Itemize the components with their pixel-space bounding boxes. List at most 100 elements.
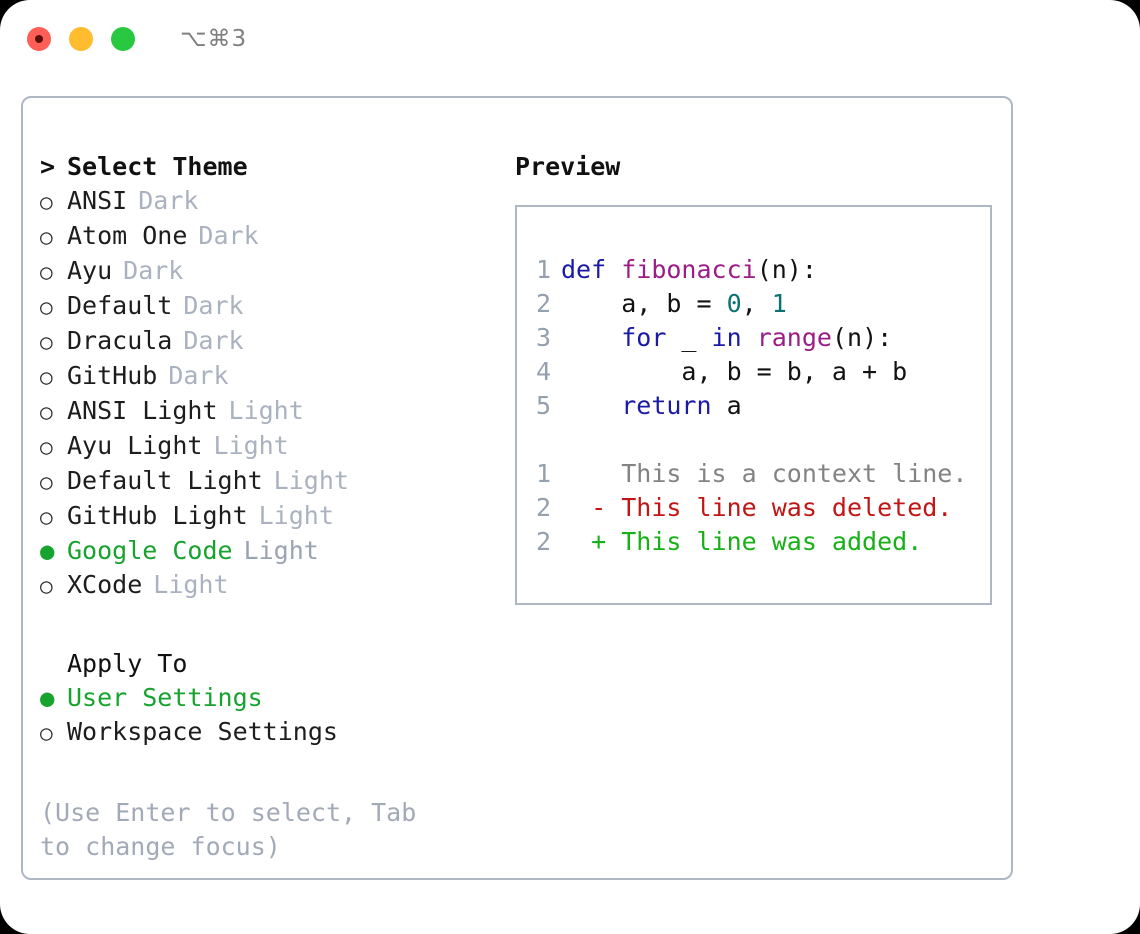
- code-line-number: 5: [535, 391, 551, 420]
- theme-variant-tag: Dark: [183, 326, 244, 355]
- radio-unselected-icon: ○: [40, 365, 53, 389]
- theme-variant-tag: Light: [228, 396, 304, 425]
- minimize-button[interactable]: [69, 27, 93, 51]
- theme-option-row[interactable]: ○ ANSI Dark: [40, 184, 493, 219]
- apply-to-option-row[interactable]: ○ Workspace Settings: [40, 715, 493, 750]
- code-line: 3 for _ in range(n):: [517, 321, 990, 355]
- diff-line: 2 + This line was added.: [517, 525, 990, 559]
- code-token: in: [711, 323, 742, 352]
- code-token: a: [711, 391, 742, 420]
- code-token: (n):: [831, 323, 893, 352]
- theme-variant-tag: Dark: [123, 256, 184, 285]
- code-line-number: 4: [535, 357, 551, 386]
- apply-to-caret-spacer: [40, 647, 67, 681]
- code-diff-spacer: [517, 423, 990, 457]
- select-theme-title: Select Theme: [67, 152, 248, 181]
- code-token: fibonacci: [621, 255, 757, 284]
- code-line-content: def fibonacci(n):: [561, 253, 817, 287]
- theme-variant-tag: Dark: [183, 291, 244, 320]
- diff-sample: 1 This is a context line.2 - This line w…: [517, 457, 990, 559]
- code-token: ,: [741, 289, 772, 318]
- title-bar: ⌥⌘3: [0, 0, 1140, 78]
- radio-unselected-icon: ○: [40, 295, 53, 319]
- theme-variant-tag: Dark: [168, 361, 229, 390]
- code-token: 1: [771, 289, 787, 318]
- theme-option-row[interactable]: ○ Default Light Light: [40, 464, 493, 499]
- theme-option-label: ANSI Light: [67, 396, 218, 425]
- code-token: for: [621, 323, 667, 352]
- radio-unselected-icon: ○: [40, 470, 53, 494]
- theme-option-row[interactable]: ○ Ayu Light Light: [40, 429, 493, 464]
- code-token: def: [561, 255, 622, 284]
- theme-option-label: XCode: [67, 570, 143, 599]
- hint-text: (Use Enter to select, Tab to change focu…: [40, 798, 417, 861]
- apply-to-list: ● User Settings ○ Workspace Settings: [40, 681, 493, 750]
- code-line-number: 2: [535, 289, 551, 318]
- theme-option-label: Atom One: [67, 221, 188, 250]
- diff-marker: [561, 457, 621, 491]
- radio-unselected-icon: ○: [40, 721, 53, 745]
- keyboard-shortcut-label: ⌥⌘3: [180, 26, 248, 52]
- theme-variant-tag: Light: [153, 570, 229, 599]
- theme-option-row[interactable]: ○ XCode Light: [40, 568, 493, 603]
- traffic-light-group: [27, 27, 135, 51]
- radio-unselected-icon: ○: [40, 435, 53, 459]
- theme-variant-tag: Dark: [198, 221, 259, 250]
- zoom-button[interactable]: [111, 27, 135, 51]
- radio-selected-icon: ●: [40, 684, 55, 712]
- radio-unselected-icon: ○: [40, 400, 53, 424]
- code-token: _: [666, 323, 712, 352]
- diff-marker: -: [561, 493, 622, 522]
- code-token: a, b =: [561, 289, 727, 318]
- theme-option-row[interactable]: ○ ANSI Light Light: [40, 394, 493, 429]
- theme-option-label: ANSI: [67, 186, 128, 215]
- theme-option-label: Default: [67, 291, 173, 320]
- code-token: [561, 391, 621, 420]
- theme-option-label: Default Light: [67, 466, 263, 495]
- theme-option-row[interactable]: ○ Dracula Dark: [40, 324, 493, 359]
- code-line-number: 3: [535, 323, 551, 352]
- diff-line-number: 2: [535, 527, 551, 556]
- diff-line: 2 - This line was deleted.: [517, 491, 990, 525]
- code-token: return: [621, 391, 712, 420]
- code-token: [742, 323, 757, 352]
- code-token: 0: [726, 289, 742, 318]
- theme-variant-tag: Dark: [138, 186, 199, 215]
- theme-option-label: Google Code: [67, 536, 233, 565]
- theme-variant-tag: Light: [273, 466, 349, 495]
- apply-to-title: Apply To: [67, 649, 188, 678]
- theme-variant-tag: Light: [213, 431, 289, 460]
- radio-unselected-icon: ○: [40, 330, 53, 354]
- code-line: 2 a, b = 0, 1: [517, 287, 990, 321]
- theme-variant-tag: Light: [243, 536, 319, 565]
- theme-option-label: Dracula: [67, 326, 173, 355]
- radio-unselected-icon: ○: [40, 190, 53, 214]
- radio-unselected-icon: ○: [40, 574, 53, 598]
- close-button[interactable]: [27, 27, 51, 51]
- code-line: 4 a, b = b, a + b: [517, 355, 990, 389]
- code-line-content: a, b = 0, 1: [561, 287, 787, 321]
- code-token: [561, 323, 621, 352]
- theme-option-row[interactable]: ○ Default Dark: [40, 289, 493, 324]
- close-icon: [35, 35, 43, 43]
- theme-option-label: Ayu Light: [67, 431, 203, 460]
- code-line-content: for _ in range(n):: [561, 321, 892, 355]
- diff-line-number: 1: [535, 459, 551, 488]
- code-token: (n):: [756, 255, 817, 284]
- apply-to-option-label: User Settings: [67, 683, 263, 712]
- apply-to-option-label: Workspace Settings: [67, 717, 338, 746]
- diff-line-text: This line was added.: [621, 527, 923, 556]
- radio-unselected-icon: ○: [40, 260, 53, 284]
- apply-to-option-row[interactable]: ● User Settings: [40, 681, 493, 715]
- diff-line: 1 This is a context line.: [517, 457, 990, 491]
